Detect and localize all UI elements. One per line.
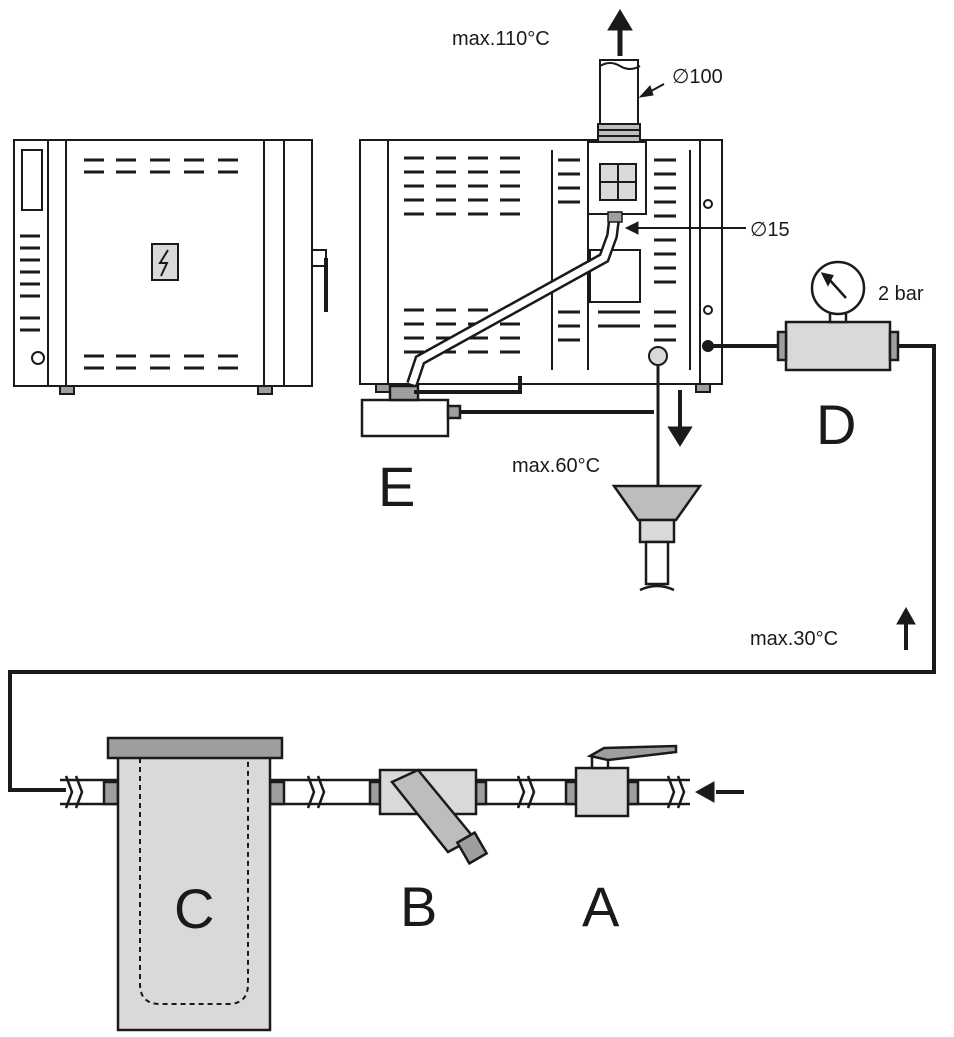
exhaust-arrow [607,9,746,235]
exhaust-temp-label: max.110°C [452,28,550,50]
label-a: A [582,875,620,938]
inlet-temp-label: max.30°C [750,628,838,650]
chimney-diameter-label: ∅100 [672,66,723,88]
label-b: B [400,875,437,938]
drain-pipe-diameter-label: ∅15 [750,219,790,241]
component-e-box [360,376,654,438]
drain-temp-label: max.60°C [512,455,600,477]
component-d-pressure-reducer [712,304,900,372]
oven-side-view [13,139,328,395]
label-d: D [816,393,856,456]
condensate-hose [406,211,623,386]
pressure-gauge-icon [810,260,866,316]
water-supply-line [8,344,936,792]
drain-funnel [611,484,703,592]
component-b-strainer [368,768,489,866]
lightning-bolt-icon [151,243,179,281]
component-c-tank [102,736,286,1032]
label-e: E [378,455,415,518]
pressure-label: 2 bar [878,283,924,305]
oven-rear-view [359,59,723,393]
label-c: C [174,877,214,940]
component-a-valve [564,744,678,818]
drain-pipe [656,366,693,486]
